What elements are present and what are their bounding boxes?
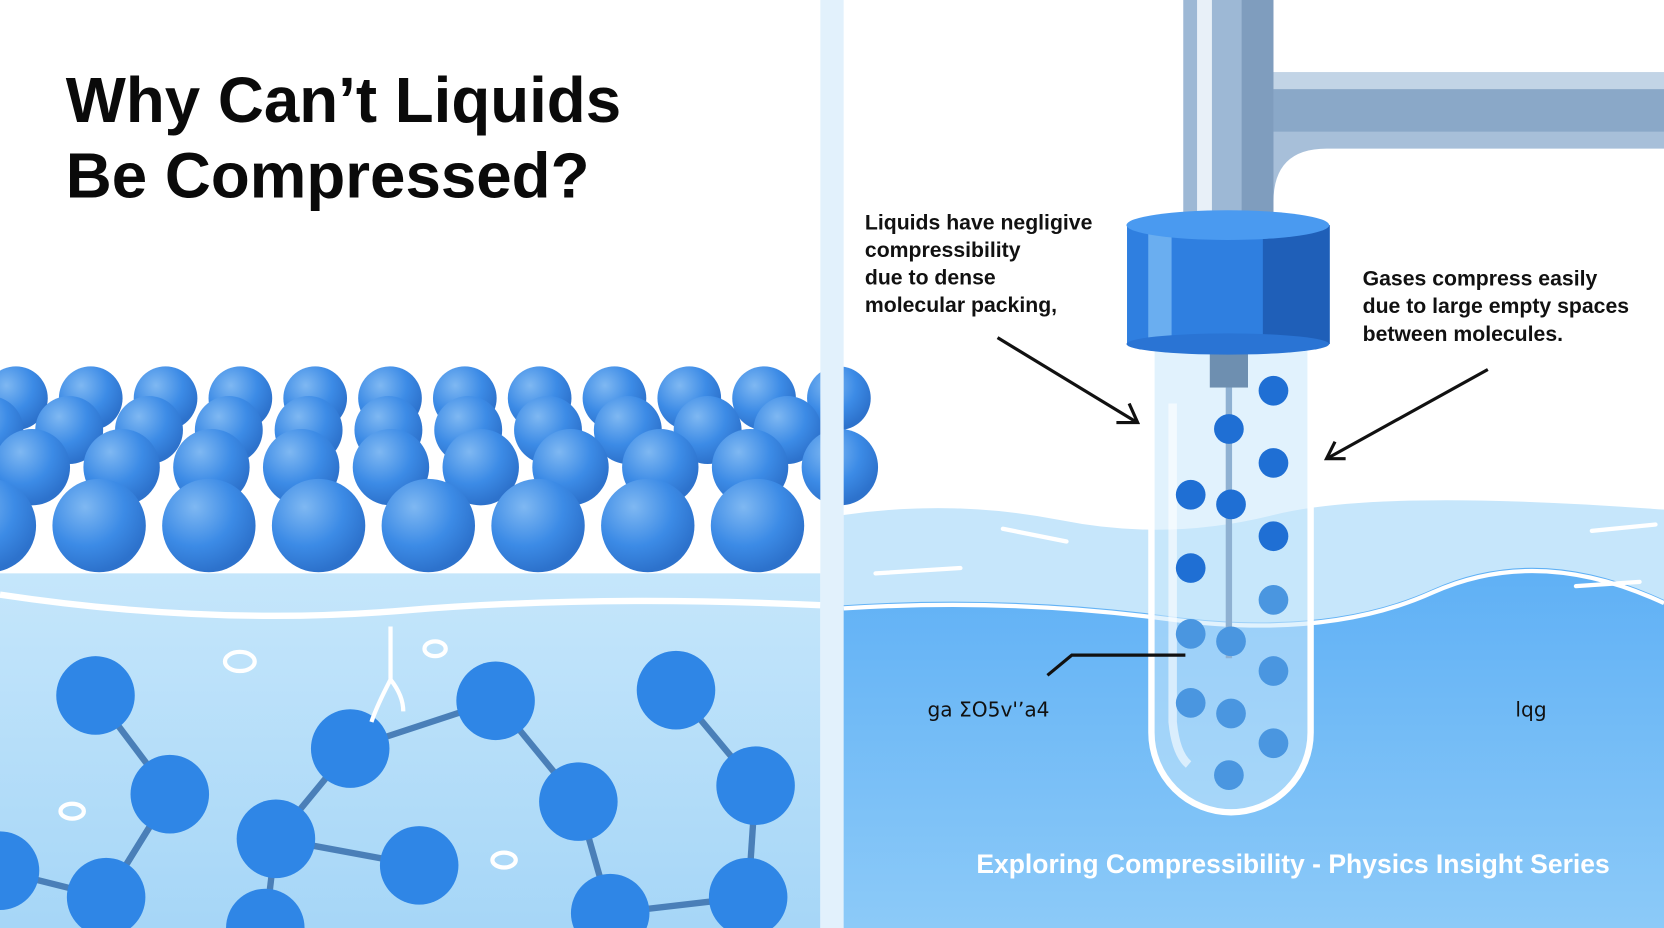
- label-leader-line: [1046, 653, 1186, 677]
- panel-divider: [820, 0, 844, 928]
- droplet-stream: [369, 626, 406, 723]
- gas-molecule: [1214, 414, 1244, 444]
- annotation-arrows: [996, 336, 1489, 677]
- molecule: [636, 650, 716, 730]
- gas-molecule: [1258, 521, 1289, 552]
- gas-molecule: [1175, 688, 1206, 718]
- molecule-sphere: [710, 478, 805, 573]
- ripples: [873, 522, 1658, 589]
- molecule-sphere: [601, 478, 695, 573]
- molecule-sphere: [0, 480, 37, 572]
- arrow-gases: [1327, 368, 1489, 460]
- gas-molecule: [1258, 728, 1289, 759]
- water-surface: [0, 591, 821, 620]
- annotation-line: due to dense: [865, 267, 996, 290]
- label-left: ga ΣO5v'ʼa4: [928, 698, 1050, 722]
- molecule-sphere: [271, 478, 366, 573]
- annotation-line: due to large empty spaces: [1363, 295, 1629, 318]
- title-line-2: Be Compressed?: [66, 140, 590, 211]
- packed-molecule-layer: [0, 366, 879, 573]
- gas-molecule: [1258, 375, 1289, 406]
- molecule-sphere: [162, 478, 256, 573]
- label-right: lqg: [1515, 698, 1546, 722]
- molecule-sphere: [442, 428, 519, 506]
- gas-molecule: [1216, 489, 1246, 520]
- gas-molecule: [1216, 626, 1246, 657]
- title-line-1: Why Can’t Liquids: [66, 65, 621, 136]
- gas-molecules: [1175, 375, 1289, 790]
- molecule: [716, 746, 795, 826]
- molecule: [236, 799, 316, 879]
- piston-cap: [1126, 210, 1330, 355]
- molecule: [708, 857, 788, 928]
- gas-molecule: [1258, 656, 1289, 686]
- annotation-line: Liquids have negligive: [865, 211, 1093, 234]
- annotation-line: molecular packing,: [865, 294, 1057, 317]
- gas-molecule: [1214, 760, 1244, 790]
- annotation-line: Gases compress easily: [1363, 268, 1598, 291]
- molecule-sphere: [52, 478, 146, 573]
- gas-molecule: [1175, 619, 1206, 649]
- molecule: [570, 873, 650, 928]
- molecule: [66, 857, 146, 928]
- bubbles: [58, 639, 518, 870]
- molecule: [56, 656, 135, 735]
- molecule: [0, 831, 40, 910]
- molecule-sphere: [0, 428, 71, 506]
- gas-molecule: [1216, 698, 1246, 729]
- molecule-sphere: [381, 478, 476, 573]
- footer-caption: Exploring Compressibility - Physics Insi…: [976, 849, 1609, 879]
- molecule: [456, 661, 535, 741]
- gas-molecule: [1175, 479, 1206, 510]
- annotation-line: between molecules.: [1363, 323, 1563, 346]
- gas-molecule: [1258, 585, 1289, 615]
- annotation-line: compressibility: [865, 239, 1021, 262]
- gas-molecule: [1258, 448, 1289, 478]
- molecule: [310, 709, 390, 788]
- molecule-sphere: [491, 478, 585, 573]
- left-panel: [0, 366, 879, 928]
- piston-pipe: [1183, 0, 1664, 229]
- liquids-annotation: Liquids have negligive compressibility d…: [865, 211, 1093, 317]
- molecule-network: [0, 650, 795, 928]
- molecule: [130, 754, 210, 834]
- right-panel: Liquids have negligive compressibility d…: [843, 0, 1664, 928]
- molecule: [226, 888, 305, 928]
- gas-molecule: [1175, 553, 1206, 583]
- arrow-liquids: [996, 336, 1137, 423]
- molecule: [539, 762, 618, 841]
- gases-annotation: Gases compress easily due to large empty…: [1363, 268, 1629, 346]
- molecule: [379, 826, 459, 905]
